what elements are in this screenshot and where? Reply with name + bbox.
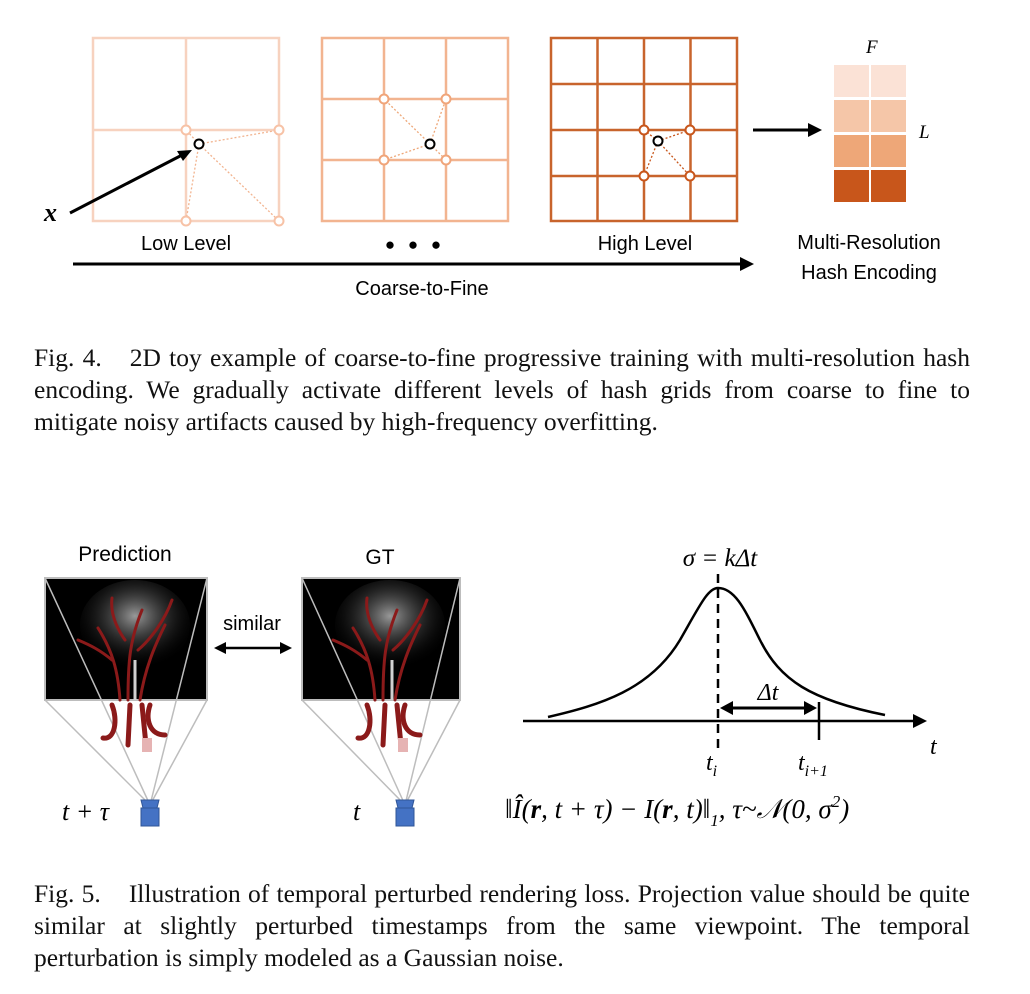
low-level-label: Low Level <box>141 233 231 255</box>
prediction-time: t + τ <box>62 797 111 826</box>
low-level-interp <box>185 129 280 222</box>
figure-4-caption-label: Fig. 4. <box>34 343 102 372</box>
ti-label: ti <box>706 750 717 780</box>
loss-formula-lhs: ‖Î( <box>505 794 533 824</box>
prediction-panel <box>44 577 208 806</box>
delta-t-arrowhead-right <box>804 701 817 715</box>
hash-encoding-stack <box>832 63 908 204</box>
figure-5: Prediction GT <box>44 543 938 830</box>
gt-panel <box>301 577 461 806</box>
query-point-mid <box>424 138 436 150</box>
delta-t-label: Δt <box>757 680 780 706</box>
x-arrow <box>69 152 185 215</box>
coarse-to-fine-label: Coarse-to-Fine <box>355 278 488 300</box>
mid-level-interp <box>383 98 447 161</box>
l-symbol: L <box>918 122 930 143</box>
high-level-label: High Level <box>598 233 693 255</box>
figure-5-caption-label: Fig. 5. <box>34 879 101 908</box>
high-level-grid <box>549 36 739 223</box>
similar-arrowhead-left <box>214 642 226 654</box>
figure-4-caption: Fig. 4.2D toy example of coarse-to-fine … <box>34 342 970 438</box>
ti-label-base: t <box>706 750 714 776</box>
loss-formula-rhs: , τ~𝒩(0, σ <box>719 794 834 824</box>
encoding-label-line1: Multi-Resolution <box>797 232 940 254</box>
gt-label: GT <box>365 546 394 569</box>
time-axis-arrowhead <box>913 714 927 728</box>
ellipsis-dots: ● ● ● <box>385 235 445 254</box>
ti1-label: ti+1 <box>798 750 828 780</box>
figure-5-caption: Fig. 5.Illustration of temporal perturbe… <box>34 878 970 974</box>
loss-formula-r2: r <box>662 794 673 824</box>
mid-level-grid <box>320 36 510 223</box>
delta-t-arrowhead-left <box>720 701 733 715</box>
high-level-vertices <box>638 124 696 182</box>
query-point-low <box>193 138 205 150</box>
ti1-label-base: t <box>798 750 806 776</box>
similar-label: similar <box>223 613 281 635</box>
camera-icon-prediction <box>140 799 160 827</box>
low-level-vertices <box>180 124 285 227</box>
gaussian-curve <box>547 586 886 719</box>
encoding-arrowhead <box>808 123 822 137</box>
loss-formula-mid2: , t)‖ <box>673 794 711 824</box>
loss-formula-r1: r <box>531 794 542 824</box>
figure-4-caption-text: 2D toy example of coarse-to-fine progres… <box>34 343 970 436</box>
encoding-label-line2: Hash Encoding <box>801 262 937 284</box>
figure-4: x <box>43 36 941 300</box>
similar-arrowhead-right <box>280 642 292 654</box>
x-symbol: x <box>43 198 57 227</box>
x-arrowhead <box>177 150 192 161</box>
camera-icon-gt <box>395 799 415 827</box>
ti-label-sub: i <box>713 763 717 780</box>
high-level-interp <box>643 129 691 177</box>
ti1-label-sub: i+1 <box>805 763 828 780</box>
loss-formula-end: ) <box>838 794 849 824</box>
query-point-high <box>652 135 664 147</box>
time-axis-label: t <box>930 734 938 760</box>
f-symbol: F <box>865 37 878 58</box>
prediction-label: Prediction <box>78 543 171 566</box>
loss-formula-sub: 1 <box>710 811 719 830</box>
loss-formula-mid1: , t + τ) − I( <box>541 794 664 824</box>
mid-level-vertices <box>378 93 452 166</box>
loss-formula-sup: 2 <box>832 792 841 811</box>
coarse-to-fine-arrowhead <box>740 257 754 271</box>
sigma-label: σ = kΔt <box>683 545 758 572</box>
figure-5-caption-text: Illustration of temporal perturbed rende… <box>34 879 970 972</box>
loss-formula: ‖Î(r, t + τ) − I(r, t)‖1, τ~𝒩(0, σ2) <box>505 792 849 830</box>
gt-time: t <box>353 797 361 826</box>
